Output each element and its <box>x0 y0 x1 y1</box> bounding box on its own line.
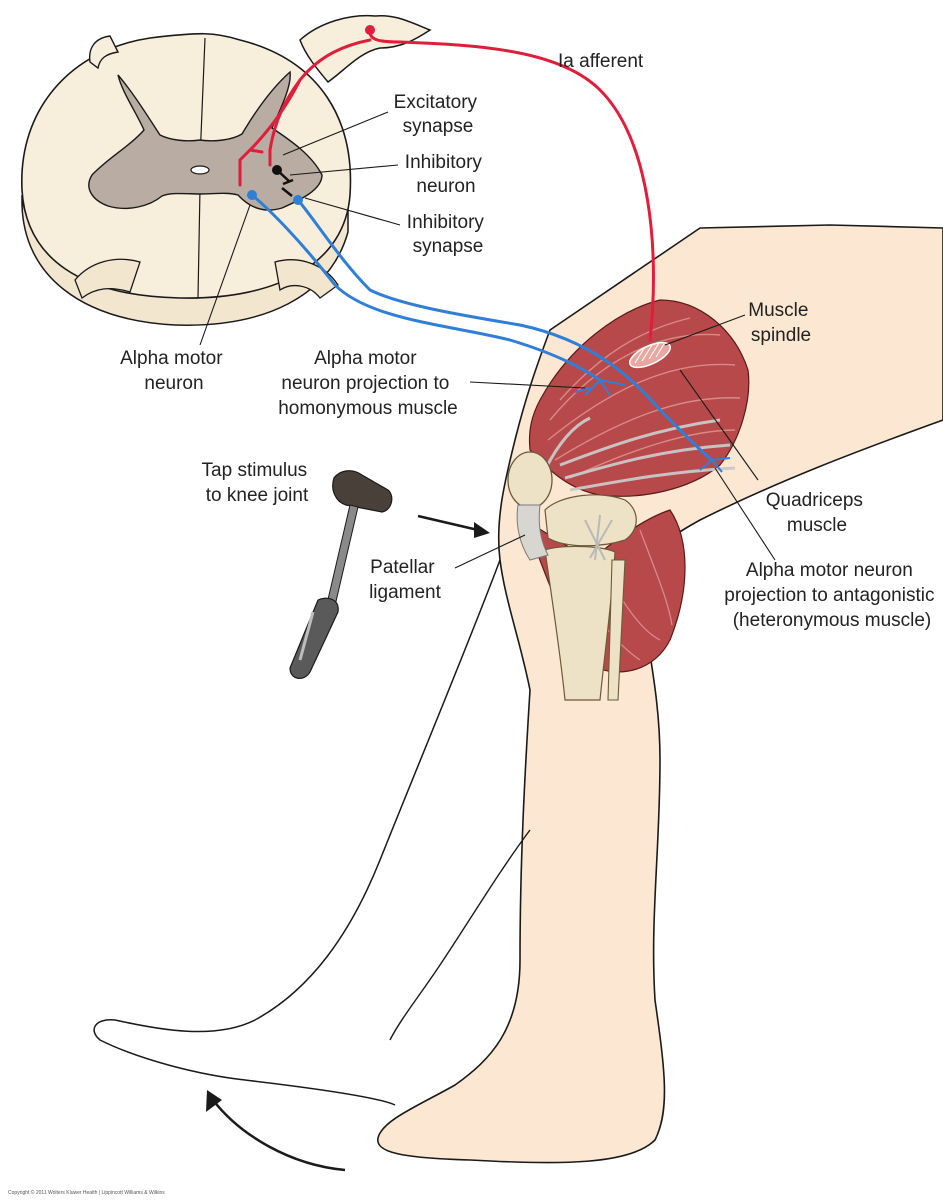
central-canal <box>190 165 210 175</box>
alpha-motor-neuron-soma-2 <box>293 195 303 205</box>
quadriceps-tendon <box>543 416 736 492</box>
label-inhibitory-synapse: Inhibitory synapse <box>407 212 489 257</box>
spinal-cord-gray-matter <box>88 70 323 211</box>
label-patellar-ligament: Patellar ligament <box>369 557 442 603</box>
afferent-cell-body <box>365 25 375 35</box>
inhibitory-interneuron <box>272 165 294 197</box>
label-alpha-motor-neuron: Alpha motor neuron <box>120 348 228 394</box>
femur-condyle <box>544 494 637 547</box>
homonymous-projection-path <box>250 193 602 382</box>
label-alpha-projection-homonymous: Alpha motor neuron projection to homonym… <box>278 348 458 419</box>
antagonistic-end-plates <box>699 457 731 473</box>
antagonistic-projection-path <box>296 198 714 462</box>
alpha-motor-neuron-soma-1 <box>247 190 257 200</box>
copyright-notice: Copyright © 2011 Wolters Kluwer Health |… <box>8 1189 165 1196</box>
leader-lines <box>199 111 776 569</box>
tibia <box>544 545 616 701</box>
swing-arrow <box>206 1090 346 1172</box>
hammer-head <box>332 470 393 513</box>
label-muscle-spindle: Muscle spindle <box>748 300 813 346</box>
knee-ligaments <box>584 514 613 561</box>
ventral-median-fissure <box>197 187 201 299</box>
swung-leg-back-outline <box>389 829 531 1041</box>
patella <box>507 451 553 509</box>
spinal-cord <box>21 14 432 326</box>
fibula <box>607 559 626 701</box>
muscle-spindle <box>628 341 672 369</box>
label-tap-stimulus: Tap stimulus to knee joint <box>202 460 313 506</box>
label-inhibitory-neuron: Inhibitory neuron <box>405 152 487 197</box>
label-alpha-projection-antagonistic: Alpha motor neuron projection to antagon… <box>724 560 939 631</box>
homonymous-end-plates <box>574 379 626 396</box>
hammer-shaft <box>325 504 359 611</box>
swung-leg-outline <box>93 559 501 1106</box>
label-excitatory-synapse: Excitatory synapse <box>394 92 483 137</box>
reflex-hammer <box>289 470 393 679</box>
dorsal-root-ganglion <box>299 14 432 84</box>
alpha-motor-efferents <box>250 193 714 462</box>
hammer-handle <box>289 597 339 679</box>
quadriceps-fibers <box>547 317 741 479</box>
tap-arrow <box>417 514 490 538</box>
patellar-ligament-shape <box>516 504 549 561</box>
dorsal-rootlet-left <box>88 35 120 70</box>
label-ia-afferent: Ia afferent <box>558 51 644 72</box>
label-quadriceps-muscle: Quadriceps muscle <box>766 490 868 536</box>
ventral-root-left <box>74 258 141 300</box>
ia-afferent-pathway <box>238 30 655 342</box>
